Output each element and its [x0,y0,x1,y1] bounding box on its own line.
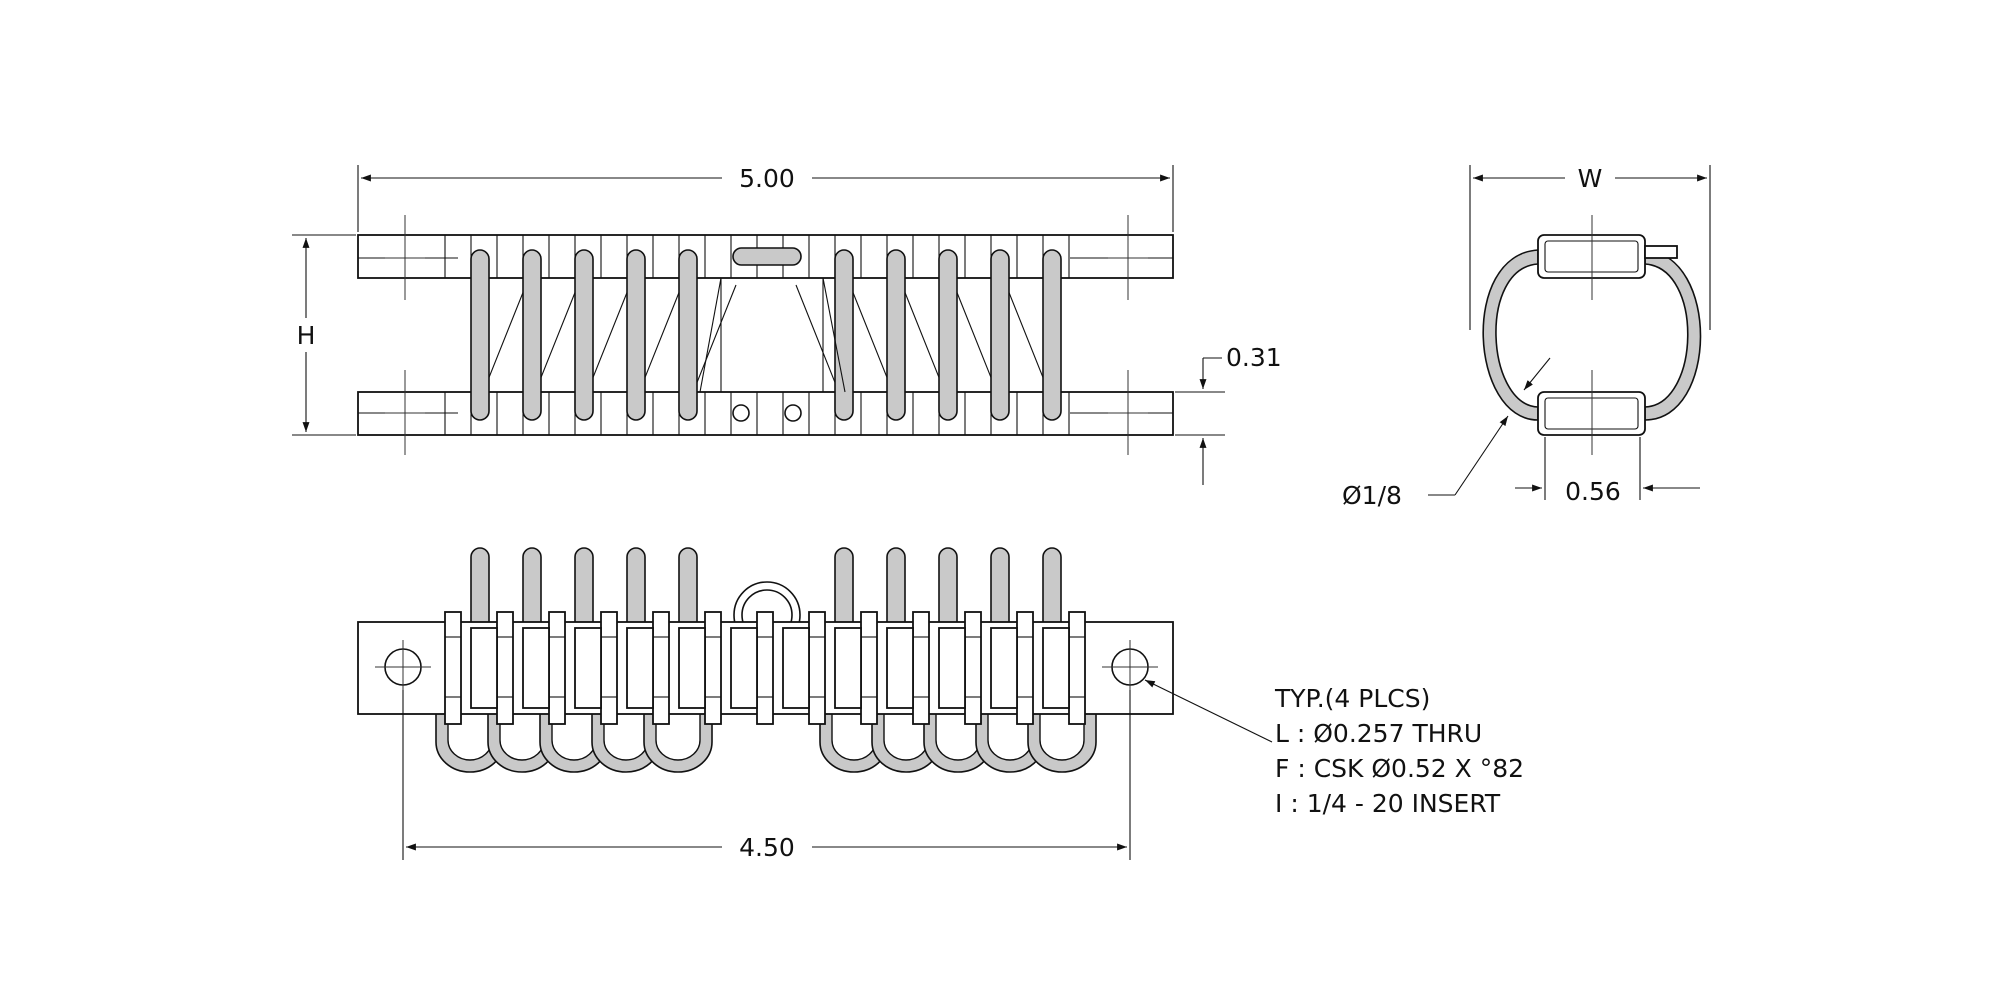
top-clamp-spacer [522,627,550,709]
note-line-1: TYP.(4 PLCS) [1274,684,1430,713]
top-clamp-block [1068,611,1086,725]
dim-height: H [292,234,356,436]
dim-hole-spacing-label: 4.50 [739,833,795,862]
top-clamp-spacer [678,627,706,709]
front-wire-diagonal [953,284,995,386]
note-line-2: L : Ø0.257 THRU [1275,719,1482,748]
dim-width-label: W [1578,164,1603,193]
top-clamp-blocks [444,611,1086,725]
top-clamp-spacer [470,627,498,709]
front-wire-diagonal [1005,284,1047,386]
front-wire-coil [522,249,542,421]
dim-width: W [1469,164,1711,330]
dim-hole-spacing: 4.50 [402,690,1131,862]
note-line-3: F : CSK Ø0.52 X °82 [1275,754,1524,783]
top-wire-ends [470,547,1062,639]
front-wire-coil [1042,249,1062,421]
center-slot [732,247,802,266]
top-clamp-spacer [626,627,654,709]
top-clamp-spacer [730,627,758,709]
dim-plate-width: 0.56 [1515,437,1700,506]
top-clamp-block [1016,611,1034,725]
front-wire-diagonal [795,284,837,386]
top-clamp-block [964,611,982,725]
dim-height-label: H [297,321,316,350]
top-clamp-block [808,611,826,725]
front-bottom-bar [357,391,1174,436]
front-wire-coil [834,249,854,421]
dim-plate-width-label: 0.56 [1565,477,1621,506]
front-wire-coil [470,249,490,421]
top-clamp-spacer [782,627,810,709]
side-wire-loop [1482,249,1539,421]
dim-wire-diameter: Ø1/8 [1342,357,1551,510]
dim-wire-diameter-label: Ø1/8 [1342,481,1402,510]
front-wire-diagonal [695,284,737,386]
top-clamp-block [756,611,774,725]
top-clamp-spacer [990,627,1018,709]
top-clamp-block [704,611,722,725]
dim-plate-thickness: 0.31 [1175,343,1282,485]
front-wire-coil [626,249,646,421]
hole-note: TYP.(4 PLCS) L : Ø0.257 THRU F : CSK Ø0.… [1144,679,1524,818]
front-wire-diagonal [485,284,527,386]
dim-overall-length-label: 5.00 [739,164,795,193]
top-clamp-block [548,611,566,725]
top-clamp-block [444,611,462,725]
front-wire-coil [938,249,958,421]
dim-plate-thickness-label: 0.31 [1226,343,1282,372]
front-wire-coil [574,249,594,421]
top-clamp-block [600,611,618,725]
front-wire-coils [470,249,1062,421]
top-view [357,547,1174,773]
dim-overall-length: 5.00 [357,164,1174,232]
center-hole-right [784,404,802,422]
top-clamp-spacer [886,627,914,709]
side-top-tab [1644,245,1678,259]
front-wire-coil [886,249,906,421]
front-wire-diagonals [485,284,1047,386]
front-wire-diagonal [901,284,943,386]
top-clamp-spacer [938,627,966,709]
side-view [1482,215,1702,455]
top-clamp-spacer [1042,627,1070,709]
top-clamp-block [652,611,670,725]
front-wire-coil [678,249,698,421]
front-wire-diagonal [641,284,683,386]
front-view [357,215,1174,455]
front-wire-coil [990,249,1010,421]
front-wire-diagonal [537,284,579,386]
front-wire-diagonal [589,284,631,386]
center-hole-left [732,404,750,422]
top-clamp-spacer [574,627,602,709]
front-wire-diagonal [849,284,891,386]
top-clamp-block [912,611,930,725]
top-clamp-spacer [834,627,862,709]
top-wire-loops [435,710,1097,773]
top-clamp-block [860,611,878,725]
note-line-4: I : 1/4 - 20 INSERT [1275,789,1501,818]
top-clamp-block [496,611,514,725]
